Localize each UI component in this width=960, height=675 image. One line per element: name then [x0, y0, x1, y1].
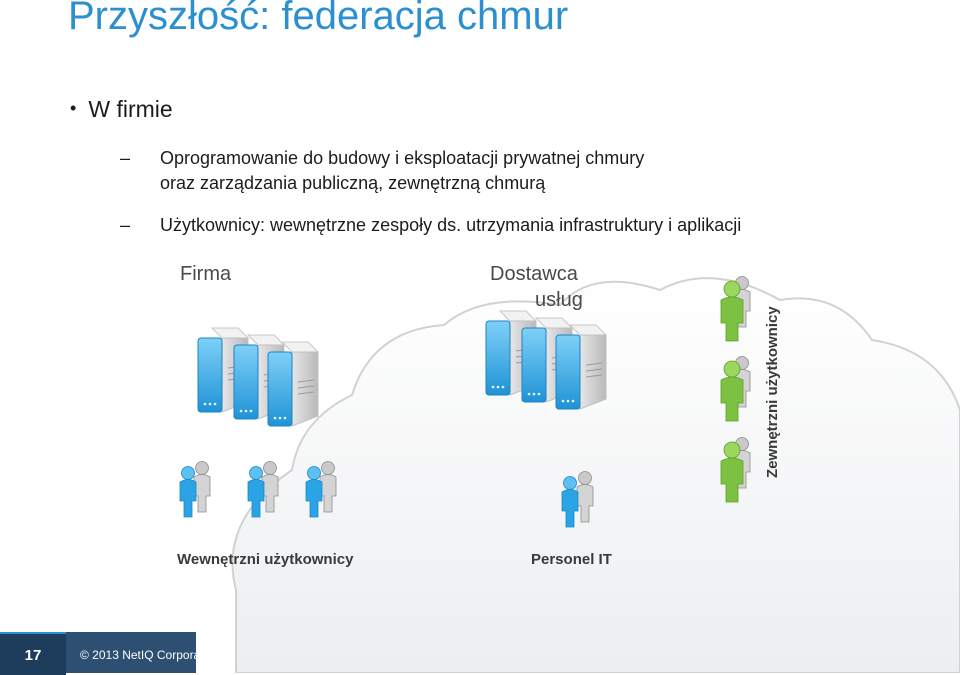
sub-item-line-1: Oprogramowanie do budowy i eksploatacji …: [160, 148, 645, 168]
external-user-group: [720, 276, 751, 503]
bullet-label: W firmie: [88, 96, 173, 122]
firma-label: Firma: [180, 263, 232, 285]
dash-marker: –: [120, 148, 131, 168]
firma-server-group: [197, 327, 319, 427]
sub-item-line-1: Użytkownicy: wewnętrzne zespoły ds. utrz…: [160, 215, 742, 235]
server-icon: [555, 324, 607, 410]
slide-number-box: [0, 632, 66, 675]
provider-server-group: [485, 310, 607, 410]
internal-users-label: Wewnętrzni użytkownicy: [177, 551, 354, 568]
copyright-text: © 2013 NetIQ Corporation: [80, 648, 196, 662]
external-users-label: Zewnętrzni użytkownicy: [764, 306, 781, 478]
bullet-dot: •: [70, 98, 77, 118]
provider-label-line2: usług: [535, 289, 583, 311]
provider-label-line1: Dostawca: [490, 263, 578, 285]
dash-marker: –: [120, 215, 131, 235]
bullet-item: • W firmie: [70, 96, 173, 123]
slide-title: Przyszłość: federacja chmur: [68, 0, 569, 38]
internal-user-group-1: [179, 461, 211, 518]
user-icon: [179, 466, 197, 518]
cloud-shape: [231, 277, 960, 673]
slide-number: 17: [24, 647, 42, 664]
it-staff-label: Personel IT: [531, 551, 612, 568]
server-icon: [267, 341, 319, 427]
footer-band: © 2013 NetIQ Corporation: [66, 632, 196, 673]
sub-item-line-2: oraz zarządzania publiczną, zewnętrzną c…: [160, 173, 546, 193]
